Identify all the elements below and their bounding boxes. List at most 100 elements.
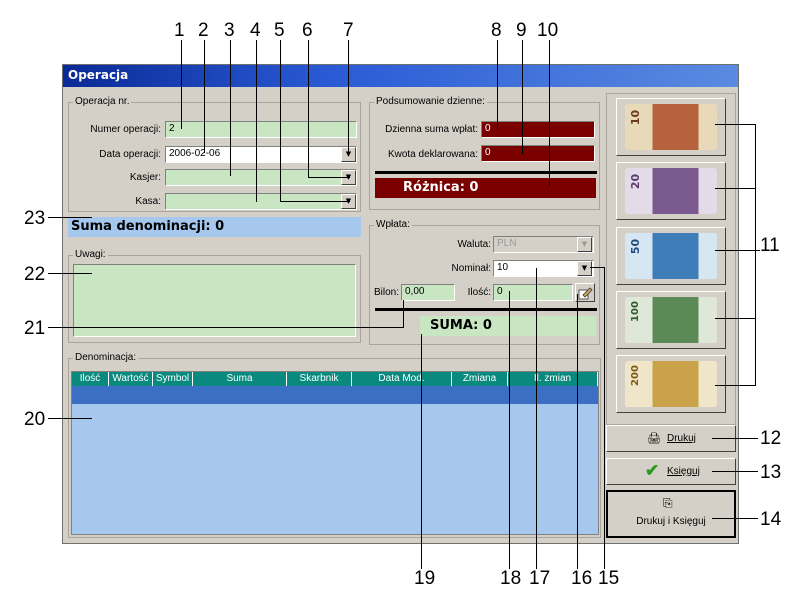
denomination-grid[interactable]: Ilość Wartość Symbol Suma Skarbnik Data … [71,371,599,535]
leader-line-11-b [715,188,755,189]
leader-line-11-a [715,124,755,125]
callout-9: 9 [516,20,527,41]
callout-23: 23 [24,208,46,229]
deposit-sum-box: SUMA: 0 [420,316,596,336]
column-header[interactable]: Skarbnik [287,372,352,386]
post-button[interactable]: ✔ Księguj [606,458,736,485]
denomination-group-title: Denominacja: [73,352,139,363]
callout-12: 12 [760,428,782,449]
coins-label: Bilon: [373,287,399,298]
leader-line-8 [497,40,498,129]
declared-amount-label: Kwota deklarowana: [387,149,478,160]
banknote-200-label: 200 [629,365,641,386]
nominal-select[interactable]: 10 [493,260,594,277]
column-header[interactable]: Data Mod. [352,372,452,386]
banknote-10-button[interactable]: 10 [616,98,726,156]
banknote-200-button[interactable]: 200 [616,355,726,413]
difference-text: Różnica: 0 [403,180,479,195]
callout-2: 2 [198,20,209,41]
leader-line-7 [348,40,349,153]
operation-window: Operacja Operacja nr. Numer operacji: 2 … [62,64,739,544]
column-header[interactable]: Wartość [109,372,153,386]
notes-group: Uwagi: [68,249,361,343]
print-button[interactable]: 🖨 Drukuj [606,425,736,452]
quantity-label: Ilość: [467,287,491,298]
banknote-10-label: 10 [629,109,643,126]
deposit-sum-field: 0 [481,121,595,138]
currency-select[interactable]: PLN [493,236,594,253]
leader-line-19 [421,334,422,569]
column-header[interactable]: Ilość [72,372,109,386]
callout-7: 7 [343,20,354,41]
currency-label: Waluta: [457,239,491,250]
cashier-label: Kasjer: [129,172,161,183]
leader-line-22 [48,273,92,274]
summary-separator [375,171,597,174]
deposit-group-title: Wpłata: [374,219,412,230]
leader-line-2 [204,40,205,153]
leader-line-17 [536,268,537,569]
copy-icon: ⎘ [663,496,673,510]
callout-3: 3 [224,20,235,41]
leader-line-6 [308,40,309,178]
leader-line-11-v [755,124,756,386]
column-header[interactable]: Symbol [153,372,193,386]
leader-line-20 [48,418,92,419]
banknotes-panel [606,93,736,425]
post-button-label: Księguj [667,466,700,477]
denomination-sum-text: Suma denominacji: 0 [71,219,225,234]
callout-1: 1 [174,20,185,41]
operation-group-title: Operacja nr. [73,96,132,107]
column-header[interactable]: Il. zmian [508,372,598,386]
notes-textarea[interactable] [73,264,356,337]
daily-summary-group: Podsumowanie dzienne: [369,96,600,210]
deposit-sum-text: SUMA: 0 [430,318,492,333]
nominal-label: Nominał: [451,263,491,274]
deposit-sum-label: Dzienna suma wpłat: [385,124,478,135]
quantity-field[interactable]: 0 [493,284,573,301]
leader-line-1 [181,40,182,129]
banknote-20-button[interactable]: 20 [616,162,726,220]
banknote-100-button[interactable]: 100 [616,291,726,349]
coins-field[interactable]: 0,00 [401,284,455,301]
column-header[interactable]: Zmiana [452,372,508,386]
print-and-post-button[interactable]: ⎘ Drukuj i Księguj [606,490,736,538]
leader-line-11-d [715,318,755,319]
currency-dropdown-button[interactable]: ▼ [577,237,592,252]
deposit-group: Wpłata: [369,219,600,345]
leader-line-15-h [590,267,605,268]
till-label: Kasa: [135,196,161,207]
declared-amount-field[interactable]: 0 [481,145,595,162]
callout-16: 16 [571,568,593,589]
daily-summary-title: Podsumowanie dzienne: [374,96,487,107]
difference-box: Różnica: 0 [375,178,596,198]
title-bar[interactable]: Operacja [63,65,738,87]
operation-date-label: Data operacji: [99,149,161,160]
callout-5: 5 [274,20,285,41]
callout-13: 13 [760,462,782,483]
column-header[interactable]: Suma [193,372,287,386]
leader-line-6-h [308,177,350,178]
callout-4: 4 [250,20,261,41]
till-select[interactable] [165,193,357,210]
leader-line-11-e [715,385,755,386]
banknote-50-button[interactable]: 50 [616,227,726,285]
operation-number-label: Numer operacji: [90,124,161,135]
callout-18: 18 [500,568,522,589]
leader-line-12 [712,438,758,439]
operation-number-field[interactable]: 2 [165,121,357,138]
edit-quantity-button[interactable] [575,283,595,302]
leader-line-11-c [715,250,760,251]
operation-date-field[interactable]: 2006-02-06 [165,146,357,163]
nominal-dropdown-button[interactable]: ▼ [577,261,592,276]
leader-line-15 [604,267,605,569]
banknote-50-label: 50 [629,238,643,255]
deposit-separator [375,308,597,311]
callout-20: 20 [24,409,46,430]
leader-line-4 [256,40,257,202]
leader-line-23 [48,217,92,218]
callout-11: 11 [760,235,780,256]
table-row[interactable] [72,386,598,404]
cashier-select[interactable] [165,169,357,186]
print-button-label: Drukuj [667,433,696,444]
